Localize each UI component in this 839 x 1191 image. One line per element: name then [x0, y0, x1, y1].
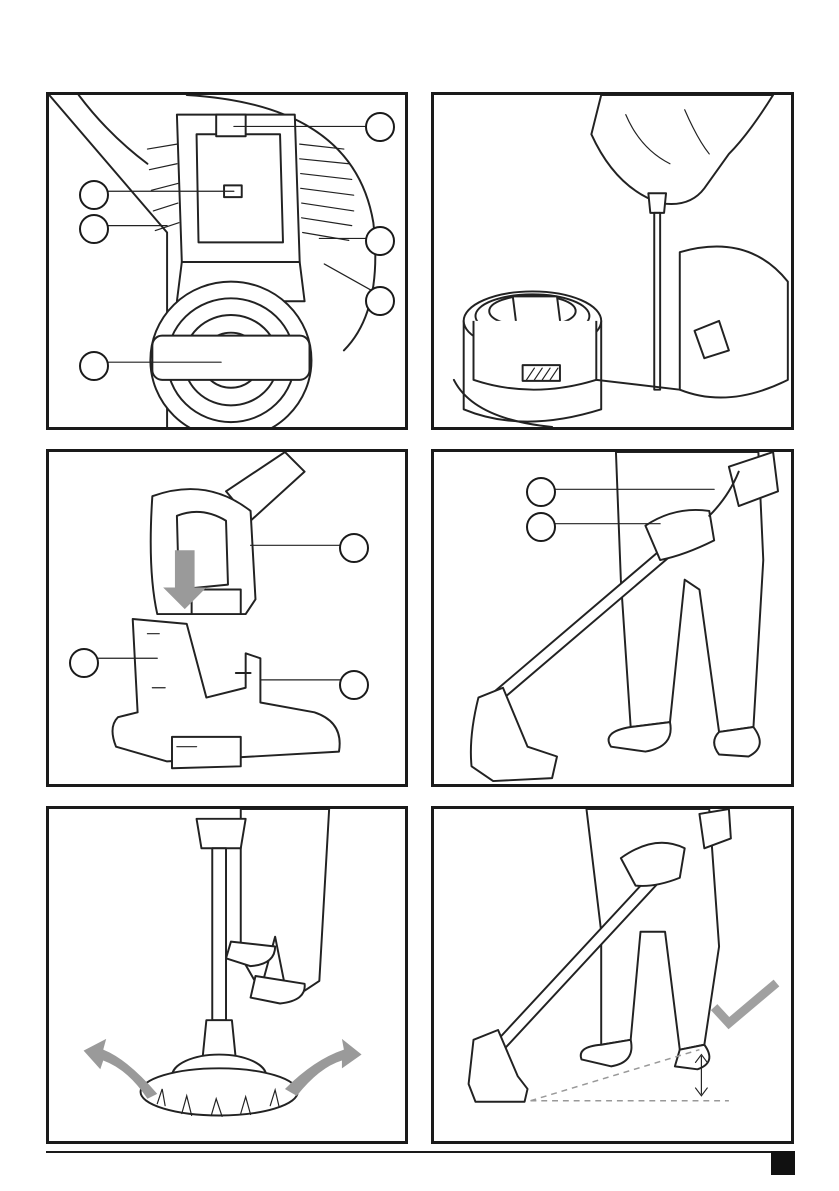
callout-circle-3	[339, 670, 369, 700]
gloved-hand	[591, 95, 773, 204]
check-mark-icon	[717, 986, 773, 1023]
figure-3-fit-guard	[46, 449, 408, 787]
figure-2-screwdriver	[431, 92, 794, 430]
callout-circle-3	[79, 214, 109, 244]
figure-5-swing-motion	[46, 806, 408, 1144]
screwdriver-illustration	[434, 95, 791, 427]
curved-arrow-icon	[285, 1039, 362, 1096]
figure-4-holding-trimmer	[431, 449, 794, 787]
callout-circle-1	[365, 112, 395, 142]
cutting-angle-illustration	[434, 809, 791, 1141]
fit-guard-illustration	[49, 452, 405, 784]
callout-circle-1	[526, 477, 556, 507]
callout-circle-2	[69, 648, 99, 678]
guard-part	[113, 619, 340, 768]
callout-circle-4	[365, 226, 395, 256]
curved-arrow-icon	[84, 1039, 158, 1099]
holding-trimmer-illustration	[434, 452, 791, 784]
figure-1-guard-detail	[46, 92, 408, 430]
callout-circle-6	[79, 351, 109, 381]
callout-circle-2	[526, 512, 556, 542]
page-tab-marker	[771, 1151, 795, 1175]
callout-circle-1	[339, 533, 369, 563]
figure-6-cutting-angle	[431, 806, 794, 1144]
callout-circle-2	[79, 180, 109, 210]
callout-circle-5	[365, 286, 395, 316]
footer-rule	[46, 1151, 795, 1153]
swing-motion-illustration	[49, 809, 405, 1141]
spool-head	[464, 291, 602, 389]
spool-cover	[150, 282, 311, 427]
